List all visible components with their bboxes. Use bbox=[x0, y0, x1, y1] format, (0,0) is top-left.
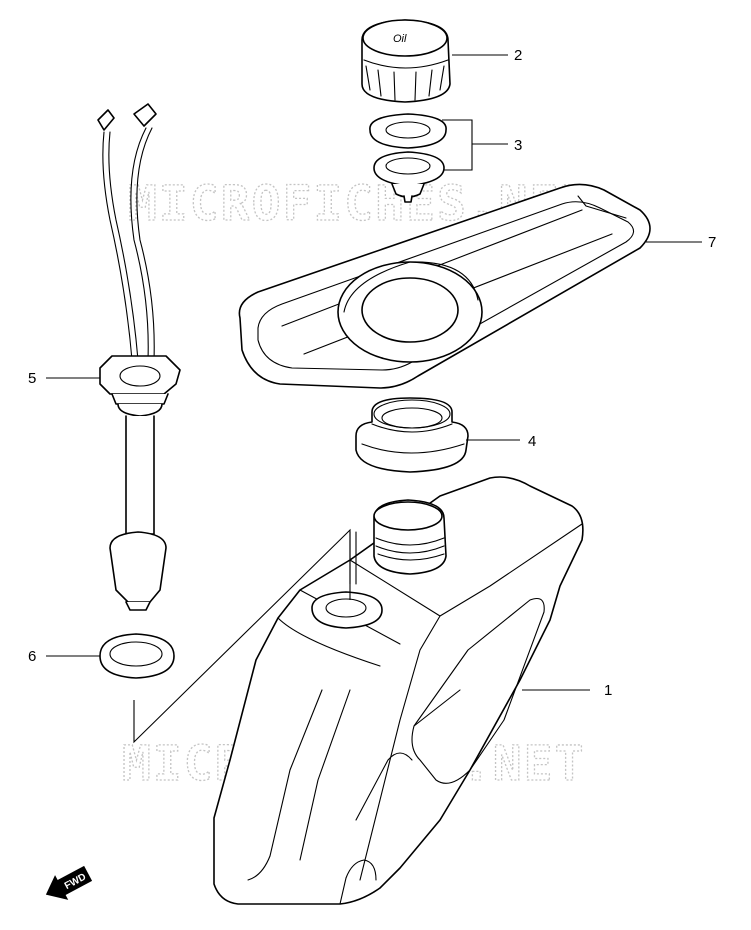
callout-5: 5 bbox=[28, 370, 36, 387]
gasket-icon bbox=[369, 113, 447, 203]
cap-marking: Oil bbox=[393, 33, 407, 45]
callout-6: 6 bbox=[28, 648, 36, 665]
washer-icon bbox=[99, 633, 175, 679]
assembly-line bbox=[133, 528, 351, 744]
tank-cap-icon: Oil bbox=[361, 19, 451, 103]
grommet-icon bbox=[355, 397, 469, 473]
callout-1: 1 bbox=[604, 682, 612, 699]
fuel-tank-icon bbox=[213, 476, 584, 905]
leader-3 bbox=[442, 119, 508, 171]
level-gauge-icon bbox=[97, 103, 181, 611]
tank-cover-icon bbox=[238, 183, 651, 389]
fwd-arrow-icon: FWD bbox=[45, 865, 93, 900]
callout-4: 4 bbox=[528, 433, 536, 450]
callout-2: 2 bbox=[514, 47, 522, 64]
callout-7: 7 bbox=[708, 234, 716, 251]
callout-3: 3 bbox=[514, 137, 522, 154]
